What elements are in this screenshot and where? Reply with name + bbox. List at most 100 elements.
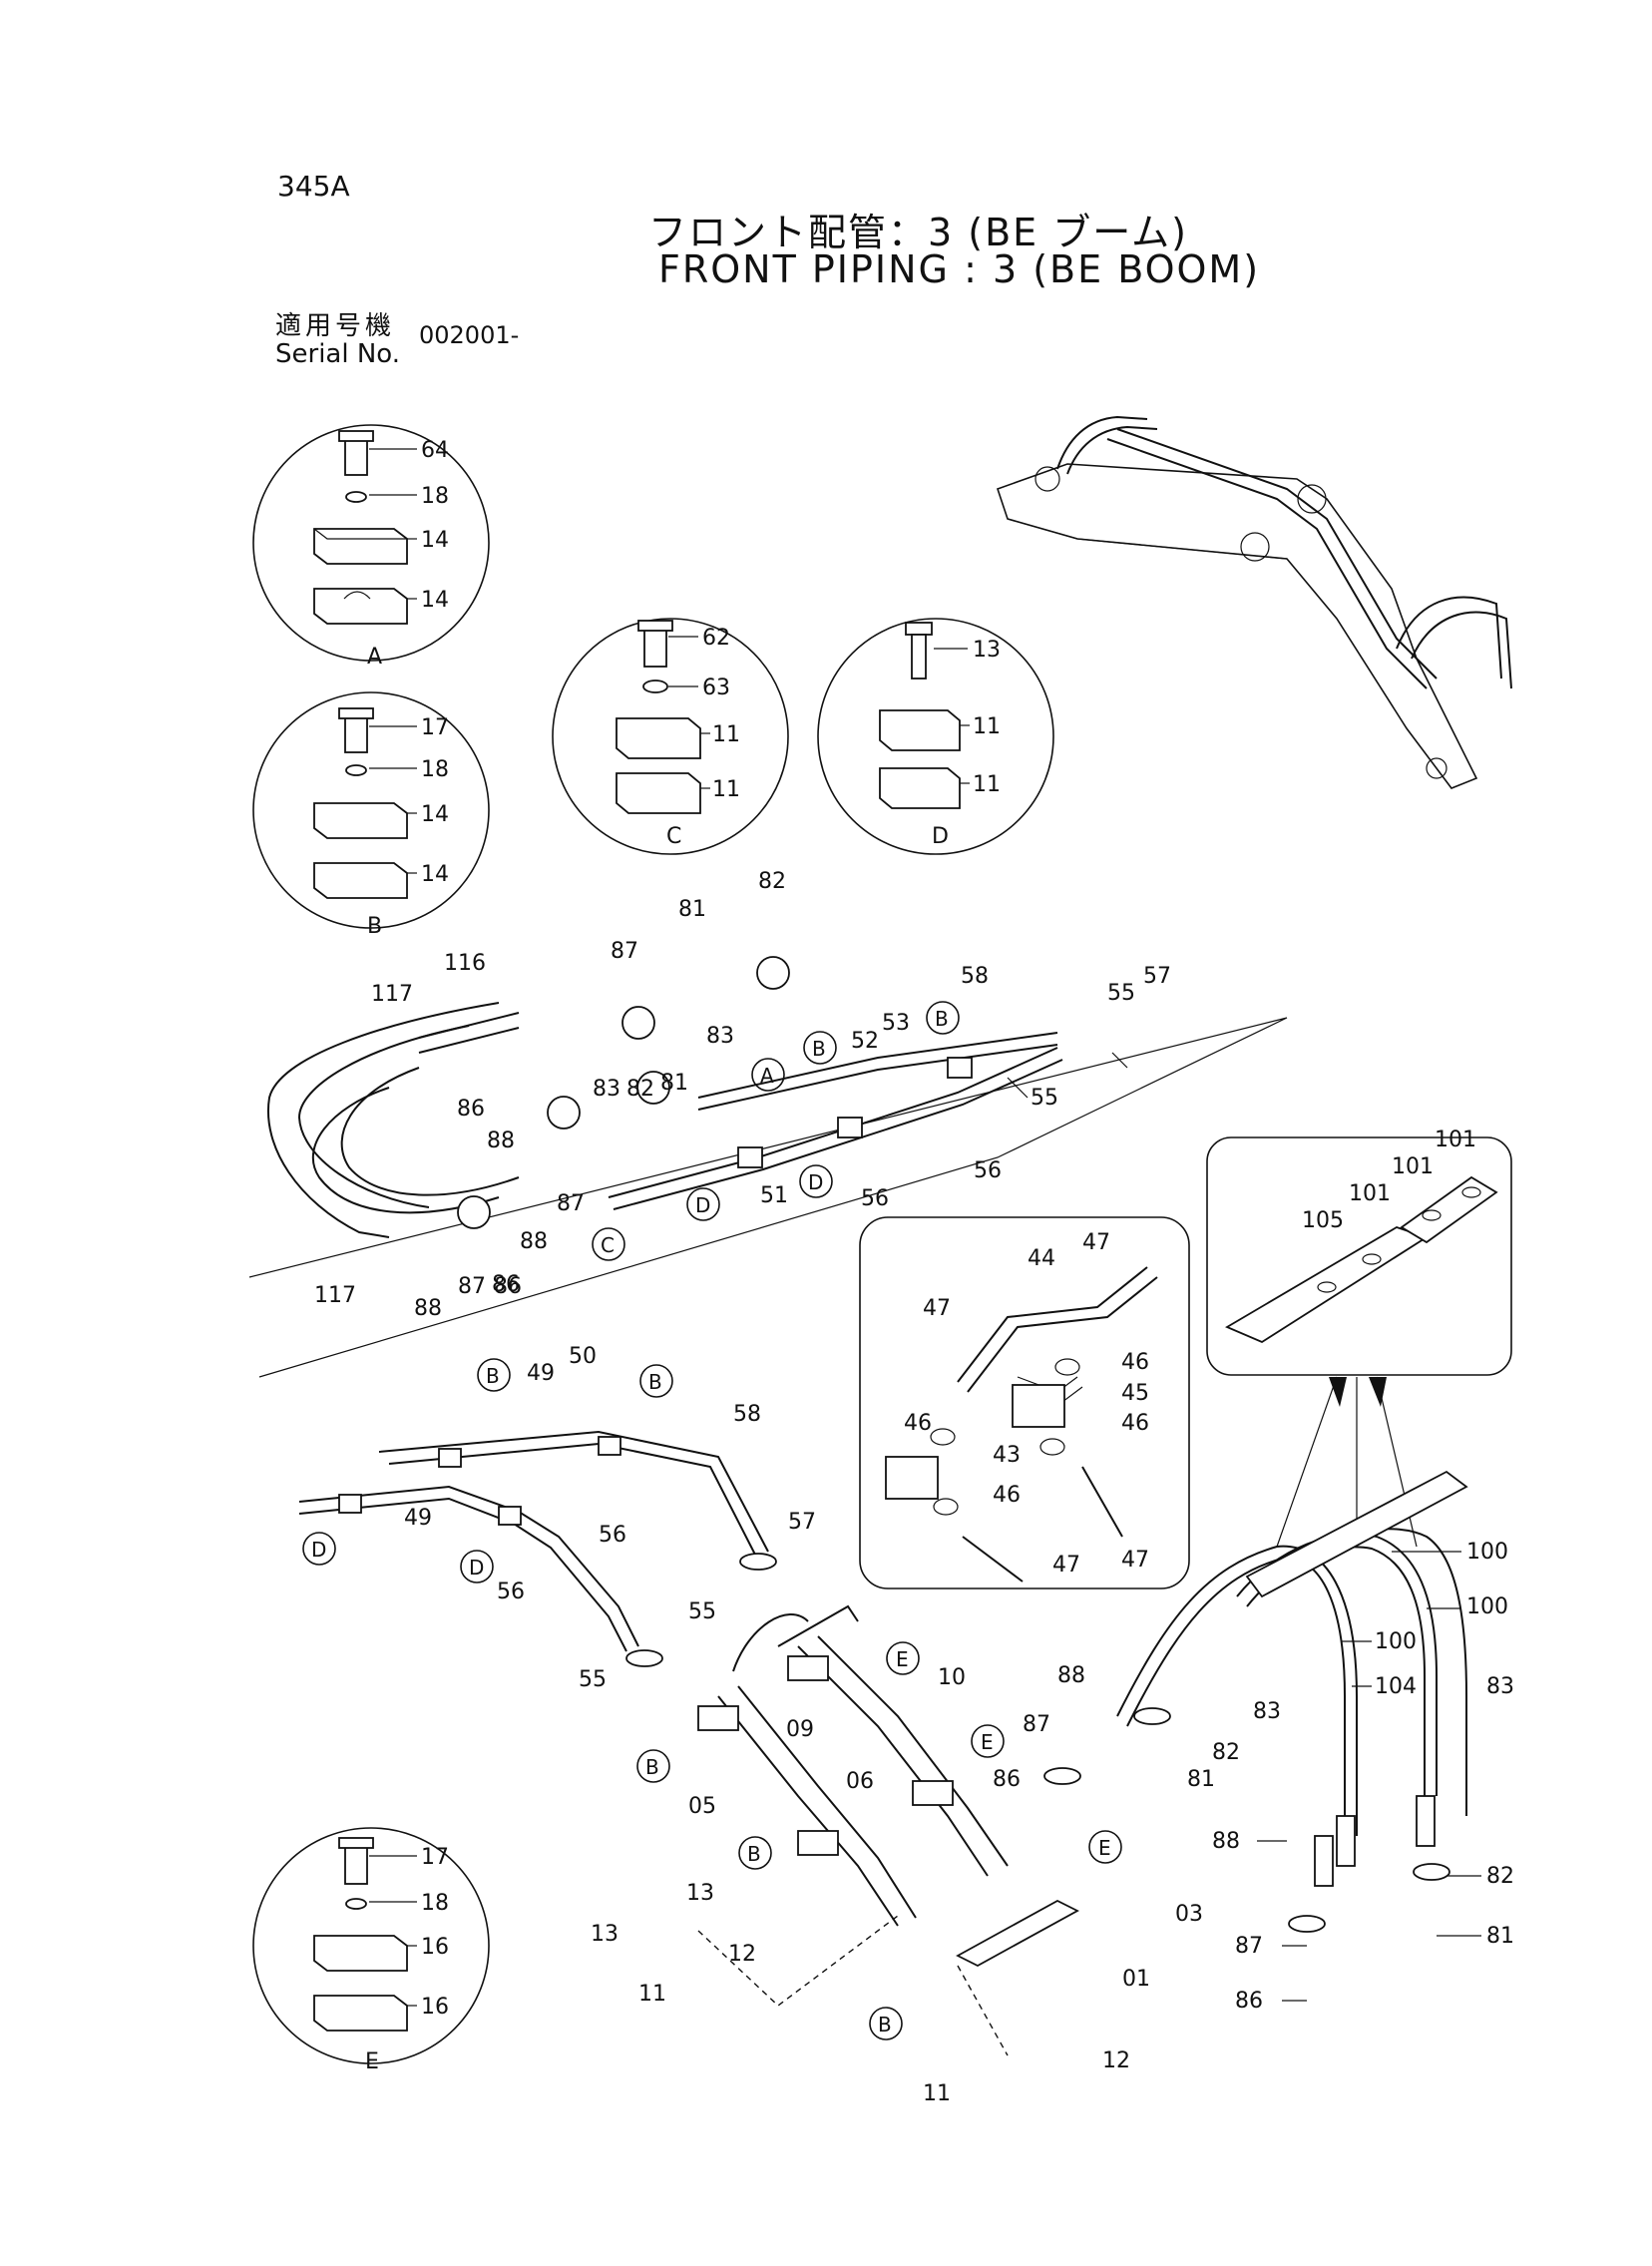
hose-104 (1296, 1528, 1467, 1816)
serial-number-value: 002001- (419, 321, 520, 349)
part-label: 82 (758, 869, 786, 894)
part-label: 47 (1121, 1548, 1149, 1573)
title-english: FRONT PIPING : 3 (BE BOOM) (658, 247, 1261, 291)
callout-e-letter: E (981, 1730, 994, 1754)
part-label: 13 (591, 1922, 619, 1947)
detail-c-part-11-upper: 11 (712, 722, 740, 747)
part-label: 52 (851, 1029, 879, 1054)
part-label: 55 (688, 1599, 716, 1624)
part-label: 88 (487, 1129, 515, 1153)
part-label: 104 (1375, 1674, 1417, 1699)
callout-b-letter: B (878, 2013, 892, 2037)
part-label: 100 (1375, 1629, 1417, 1654)
part-label: 56 (974, 1158, 1002, 1183)
detail-d-letter: D (932, 824, 949, 849)
part-label: 11 (638, 1982, 666, 2007)
serial-label-english: Serial No. (275, 339, 400, 369)
upper-piping-group (248, 956, 1288, 1378)
part-label: 46 (1121, 1350, 1149, 1375)
detail-b-part-14-upper: 14 (421, 802, 449, 827)
part-label: 101 (1392, 1154, 1434, 1179)
detail-a-part-14-lower: 14 (421, 588, 449, 613)
callout-b-letter: B (935, 1007, 949, 1031)
part-label: 81 (678, 897, 706, 922)
callout-c (592, 1227, 625, 1261)
boom-overview-illustration (996, 415, 1512, 789)
central-lower-pipes (697, 1604, 1079, 2056)
detail-a-part-64: 64 (421, 438, 449, 463)
part-label: 81 (1486, 1924, 1514, 1949)
part-label: 100 (1466, 1540, 1508, 1565)
part-label: 88 (520, 1229, 548, 1254)
callout-b (738, 1836, 772, 1870)
detail-c: 62 63 11 11 C (552, 618, 789, 855)
part-label: 51 (760, 1183, 788, 1208)
hose-117-lower (266, 1002, 500, 1238)
part-label: 05 (688, 1794, 716, 1819)
part-label: 10 (938, 1665, 966, 1690)
callout-d-letter: D (695, 1193, 710, 1217)
part-label: 87 (1023, 1712, 1050, 1737)
callout-e (971, 1724, 1005, 1758)
detail-b-letter: B (367, 914, 382, 939)
detail-c-part-62: 62 (702, 626, 730, 651)
callout-c-letter: C (601, 1233, 615, 1257)
part-label: 86 (993, 1767, 1021, 1792)
part-label: 50 (569, 1344, 597, 1369)
callout-d (460, 1550, 494, 1584)
detail-b: 17 18 14 14 B (252, 691, 490, 939)
detail-b-part-18: 18 (421, 757, 449, 782)
callout-d-letter: D (808, 1170, 823, 1194)
callout-b (639, 1364, 673, 1398)
pipe-53 (697, 1032, 1058, 1099)
part-label: 105 (1302, 1208, 1344, 1233)
part-label: 58 (733, 1402, 761, 1427)
part-label: 101 (1435, 1128, 1476, 1152)
part-label: 58 (961, 964, 989, 989)
part-label: 47 (1082, 1230, 1110, 1255)
part-label: 83 (593, 1077, 620, 1102)
callout-e-letter: E (1098, 1836, 1111, 1860)
callout-b (803, 1031, 837, 1065)
detail-d-part-13: 13 (973, 638, 1001, 663)
part-label: 55 (1031, 1086, 1058, 1111)
pipe-10 (817, 1635, 1009, 1867)
part-label: 09 (786, 1717, 814, 1742)
part-label: 87 (1235, 1934, 1263, 1959)
serial-label-japanese: 適用号機 (275, 311, 396, 341)
detail-c-part-63: 63 (702, 676, 730, 700)
right-hose-group (1043, 1470, 1468, 1933)
callout-b-letter: B (747, 1842, 761, 1866)
callout-a (751, 1058, 785, 1092)
detail-c-circle (552, 618, 789, 855)
part-label: 56 (599, 1523, 626, 1548)
part-label: 81 (1187, 1767, 1215, 1792)
part-label: 46 (1121, 1411, 1149, 1436)
detail-a-part-18: 18 (421, 484, 449, 509)
detail-e-part-16-lower: 16 (421, 1995, 449, 2020)
pipe-09 (797, 1645, 989, 1877)
callout-b-letter: B (648, 1370, 662, 1394)
callout-b (477, 1358, 511, 1392)
detail-b-part-14-lower: 14 (421, 862, 449, 887)
detail-a: 64 18 14 14 A (252, 424, 490, 670)
detail-a-circle (252, 424, 490, 662)
detail-e-part-16-upper: 16 (421, 1935, 449, 1960)
part-label: 45 (1121, 1381, 1149, 1406)
callout-a-letter: A (760, 1064, 774, 1088)
part-label: 12 (1102, 2048, 1130, 2073)
lower-left-piping-group (298, 1430, 777, 1667)
hose-100-b (1236, 1533, 1438, 1796)
fitting-detail-box (859, 1216, 1190, 1589)
detail-a-part-14-upper: 14 (421, 528, 449, 553)
part-label: 88 (414, 1296, 442, 1321)
part-label: 56 (861, 1186, 889, 1211)
detail-c-letter: C (666, 824, 681, 849)
part-label: 12 (728, 1942, 756, 1967)
detail-e-part-17: 17 (421, 1845, 449, 1870)
part-label: 55 (579, 1667, 607, 1692)
part-label: 87 (458, 1274, 486, 1299)
part-label: 83 (706, 1024, 734, 1049)
part-label: 03 (1175, 1902, 1203, 1927)
